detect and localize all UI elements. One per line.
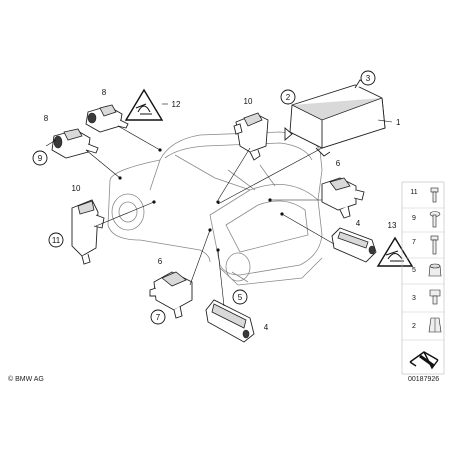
sensor-right (321, 177, 365, 219)
svg-text:4: 4 (356, 219, 361, 228)
svg-text:5: 5 (412, 267, 416, 274)
callout-10-center: 10 (244, 97, 253, 106)
callout-4-right: 4 (356, 219, 361, 228)
callout-6-lower: 6 (158, 257, 163, 266)
car-outline (107, 131, 323, 286)
svg-text:11: 11 (410, 189, 417, 196)
bolt-icon (429, 289, 441, 305)
svg-text:8: 8 (44, 114, 49, 123)
svg-text:10: 10 (72, 184, 81, 193)
svg-text:1: 1 (396, 118, 401, 127)
warning-label-12 (124, 88, 164, 121)
svg-text:6: 6 (336, 159, 341, 168)
leader-lines (45, 103, 393, 307)
sensor-rail-right (331, 227, 377, 263)
svg-text:9: 9 (38, 154, 43, 163)
sensor-left (51, 128, 99, 159)
sensor-rail-lower (205, 299, 255, 343)
callout-8-upper: 8 (102, 88, 107, 97)
sensor-lower-left (149, 271, 193, 319)
callout-12: 12 (172, 100, 181, 109)
svg-text:2: 2 (286, 93, 291, 102)
bolt-flange-icon (430, 187, 439, 203)
callout-10-left: 10 (72, 184, 81, 193)
expansion-nut-icon (428, 317, 442, 333)
svg-text:7: 7 (412, 239, 416, 246)
callout-3: 3 (360, 70, 376, 86)
direction-arrow-icon (409, 351, 439, 370)
callout-5: 5 (232, 289, 248, 305)
screw-washer-icon (429, 211, 441, 228)
legend-item-5: 5 (412, 263, 442, 277)
legend-item-11: 11 (410, 187, 439, 203)
svg-text:9: 9 (412, 215, 416, 222)
long-screw-icon (430, 235, 439, 255)
legend-item-9: 9 (412, 211, 441, 228)
drawing-number: 00187926 (408, 376, 439, 383)
callout-7: 7 (150, 309, 166, 325)
svg-text:11: 11 (52, 236, 61, 245)
svg-text:3: 3 (366, 74, 371, 83)
svg-text:12: 12 (172, 100, 181, 109)
legend-item-3: 3 (412, 289, 441, 305)
sensor-upper (85, 104, 129, 133)
callout-2: 2 (280, 89, 296, 105)
svg-text:4: 4 (264, 323, 269, 332)
svg-text:3: 3 (412, 295, 416, 302)
warning-label-13 (376, 236, 414, 267)
legend-item-2: 2 (412, 317, 442, 333)
callout-8-left: 8 (44, 114, 49, 123)
airbag-control-unit (284, 79, 386, 157)
copyright-text: © BMW AG (8, 375, 44, 383)
callout-4-lower: 4 (264, 323, 269, 332)
svg-text:13: 13 (388, 221, 397, 230)
svg-text:6: 6 (158, 257, 163, 266)
svg-text:10: 10 (244, 97, 253, 106)
callout-13: 13 (388, 221, 397, 230)
svg-text:8: 8 (102, 88, 107, 97)
legend-item-7: 7 (412, 235, 439, 255)
nut-icon (428, 263, 442, 277)
callout-9: 9 (32, 150, 48, 166)
callout-11: 11 (48, 232, 64, 248)
connection-dots (118, 148, 284, 252)
sensor-left-lower (71, 199, 105, 265)
sensor-center (233, 112, 269, 161)
fastener-legend: 11 9 7 5 (401, 181, 445, 375)
svg-text:7: 7 (156, 313, 161, 322)
svg-text:2: 2 (412, 323, 416, 330)
callout-6-right: 6 (336, 159, 341, 168)
callout-1: 1 (396, 118, 401, 127)
svg-text:5: 5 (238, 293, 243, 302)
